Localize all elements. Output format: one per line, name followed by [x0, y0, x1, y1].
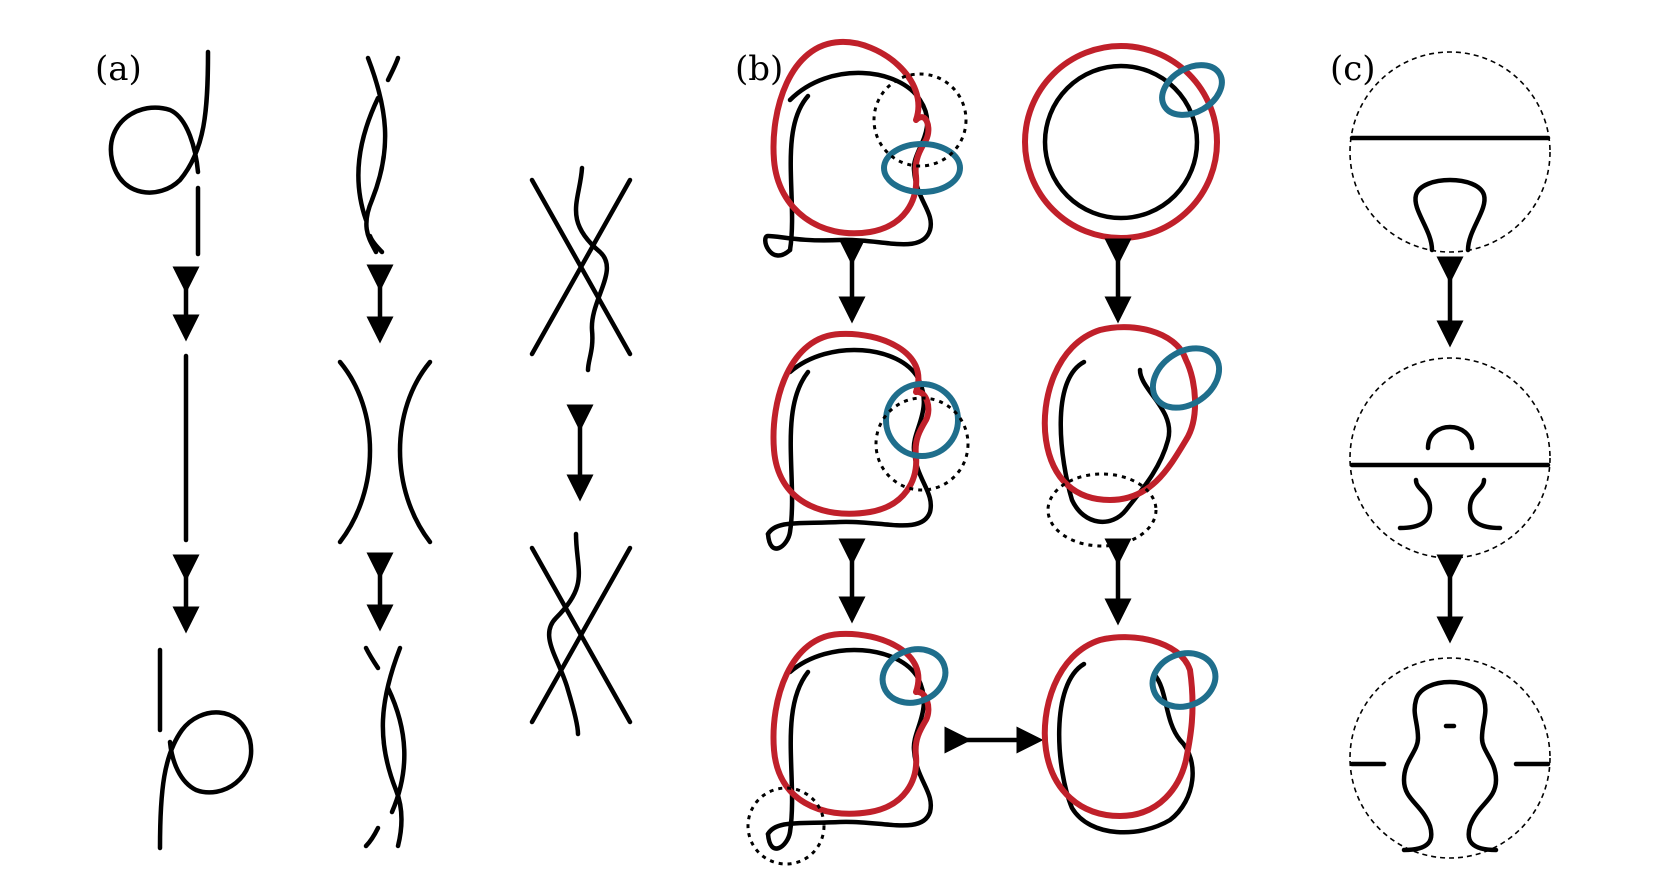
red-component — [1041, 634, 1196, 819]
b-diagram-1 — [763, 38, 968, 258]
red-component — [770, 38, 932, 237]
r1-twist-right — [157, 647, 254, 851]
blue-component — [1159, 62, 1225, 118]
r3-top — [529, 165, 633, 373]
c-disk-3 — [1349, 657, 1551, 859]
dotted-region — [874, 396, 970, 492]
blue-component — [879, 646, 949, 706]
c-disk-1 — [1349, 51, 1551, 253]
r1-twist-left — [108, 49, 211, 257]
dotted-region — [872, 72, 968, 168]
panel-a: (a) — [95, 49, 633, 851]
b-diagram-4 — [1041, 324, 1223, 548]
panel-b: (b) — [735, 38, 1225, 866]
red-component — [1022, 43, 1220, 241]
r3-bottom — [529, 531, 633, 737]
red-component — [770, 630, 932, 817]
r2-separated — [337, 359, 433, 545]
r2-crossed-bottom — [363, 645, 407, 849]
red-component — [1041, 324, 1198, 503]
b-diagram-5 — [746, 630, 949, 866]
red-component — [770, 330, 932, 517]
blue-component — [883, 381, 961, 459]
panel-a-label: (a) — [95, 49, 142, 89]
panel-b-label: (b) — [735, 49, 783, 89]
blue-component — [881, 141, 963, 195]
panel-c-label: (c) — [1330, 49, 1376, 89]
dotted-region — [746, 786, 826, 866]
blue-component — [1149, 345, 1223, 411]
panel-c: (c) — [1330, 49, 1551, 859]
b-diagram-3 — [765, 330, 970, 551]
r2-crossed-top — [356, 55, 401, 255]
b-diagram-2 — [1022, 43, 1225, 241]
c-disk-2 — [1349, 357, 1551, 559]
blue-component — [1149, 650, 1219, 710]
b-diagram-6 — [1041, 634, 1219, 835]
dotted-region — [1046, 472, 1158, 548]
